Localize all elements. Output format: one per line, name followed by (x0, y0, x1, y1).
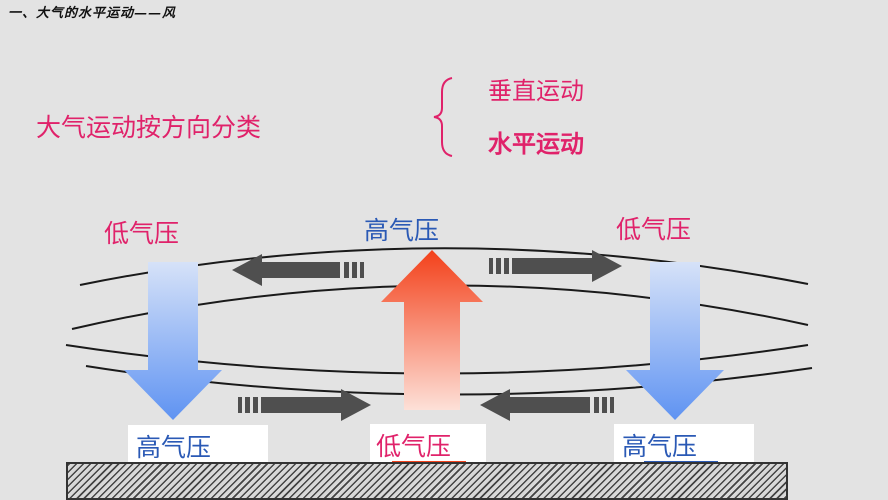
sinking-air-arrow-left (124, 262, 222, 420)
surface-wind-arrow-right (480, 389, 614, 421)
ground-pressure-box-center: 低气压 (370, 424, 486, 464)
upper-pressure-label-left: 低气压 (104, 219, 180, 248)
upper-wind-arrow-right (489, 250, 622, 282)
ground-pressure-label-left: 高气压 (136, 433, 212, 462)
brace-icon (433, 77, 453, 157)
classification-label: 大气运动按方向分类 (36, 113, 262, 142)
slide-title: 一、大气的水平运动——风 (8, 6, 177, 21)
ground-surface (66, 462, 788, 500)
upper-pressure-label-right: 低气压 (616, 215, 692, 244)
rising-air-arrow (381, 250, 483, 410)
option-vertical-motion: 垂直运动 (488, 77, 584, 105)
ground-pressure-box-right: 高气压 (614, 424, 754, 464)
upper-pressure-label-center: 高气压 (364, 216, 440, 245)
upper-wind-arrow-left (232, 254, 364, 286)
option-horizontal-motion: 水平运动 (488, 130, 584, 158)
surface-wind-arrow-left (238, 389, 371, 421)
sinking-air-arrow-right (626, 262, 724, 420)
ground-pressure-label-center: 低气压 (376, 432, 452, 461)
ground-pressure-label-right: 高气压 (622, 432, 698, 461)
ground-pressure-box-left: 高气压 (128, 425, 268, 465)
